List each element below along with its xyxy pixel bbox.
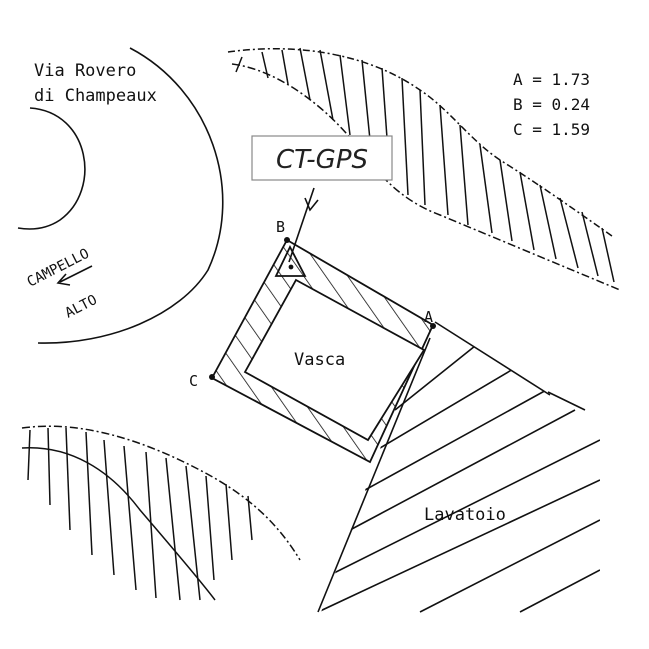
street-name-line2: di Champeaux (34, 86, 157, 106)
point-c-label: C (189, 372, 198, 390)
direction-label-line2: ALTO (63, 292, 100, 322)
point-b-label: B (276, 218, 285, 236)
point-a-dot (430, 323, 436, 329)
point-c-dot (209, 374, 215, 380)
gps-marker (274, 187, 319, 277)
measurement-a: A = 1.73 (513, 70, 590, 89)
measurement-b: B = 0.24 (513, 95, 590, 114)
gps-label: CT-GPS (276, 145, 368, 175)
washhouse-structure (317, 321, 600, 613)
measurement-c: C = 1.59 (513, 120, 590, 139)
point-b-dot (284, 237, 290, 243)
slope-bottom-left (21, 425, 301, 601)
survey-points (209, 237, 436, 380)
direction-arrow (56, 265, 93, 286)
street-name-line1: Via Rovero (34, 61, 136, 81)
road-curves (17, 47, 224, 344)
point-a-label: A (424, 308, 433, 326)
basin-structure (210, 238, 435, 464)
basin-label: Vasca (294, 350, 345, 370)
gps-label-box (251, 135, 393, 181)
washhouse-label: Lavatoio (424, 505, 506, 525)
